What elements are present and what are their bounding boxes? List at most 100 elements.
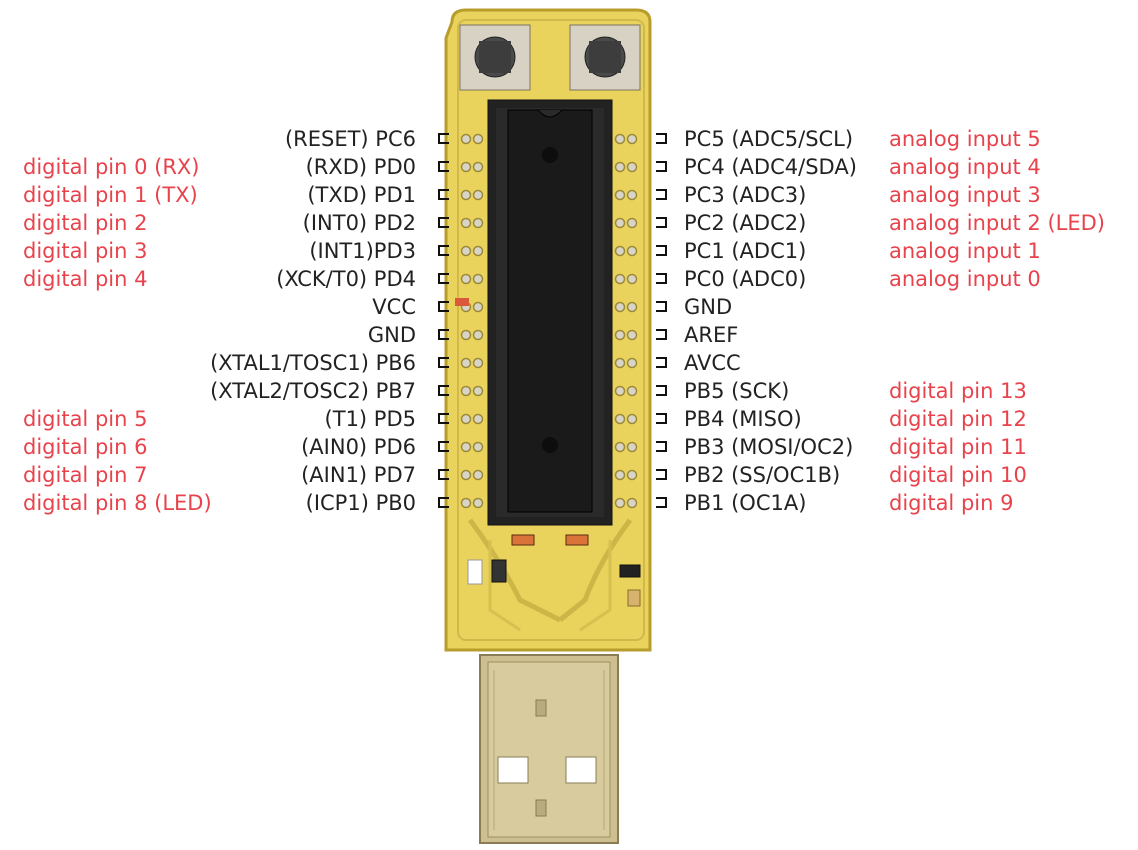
left-function-label: digital pin 6	[23, 435, 148, 459]
left-pin-marker	[438, 133, 449, 144]
right-pin-label: PC5 (ADC5/SCL)	[684, 127, 854, 151]
left-pin-marker	[438, 217, 449, 228]
right-function-label: digital pin 10	[889, 463, 1027, 487]
reset-button	[459, 24, 531, 91]
left-pin-label: (RESET) PC6	[284, 127, 416, 151]
pin-pad	[460, 245, 472, 257]
right-pin-label: PC4 (ADC4/SDA)	[684, 155, 857, 179]
pin-pad	[460, 497, 472, 509]
left-pin-label: (AIN1) PD7	[301, 463, 416, 487]
pin-pad	[614, 245, 626, 257]
pin-pad	[614, 301, 626, 313]
pin-pad	[460, 441, 472, 453]
left-pin-marker	[438, 469, 449, 480]
right-pin-label: PB2 (SS/OC1B)	[684, 463, 841, 487]
right-function-label: analog input 2 (LED)	[889, 211, 1105, 235]
left-function-label: digital pin 4	[23, 267, 148, 291]
right-pin-marker	[656, 273, 667, 284]
left-pin-label: VCC	[372, 295, 416, 319]
smd-diode	[491, 559, 507, 583]
pin-pad	[472, 497, 484, 509]
pin-pad	[472, 273, 484, 285]
pin-pad	[614, 189, 626, 201]
right-pin-marker	[656, 469, 667, 480]
smd-resistor	[619, 564, 641, 578]
left-pin-label: (XCK/T0) PD4	[276, 267, 416, 291]
right-function-label: digital pin 9	[889, 491, 1014, 515]
right-pin-marker	[656, 161, 667, 172]
pin-pad	[626, 133, 638, 145]
left-pin-marker	[438, 273, 449, 284]
right-pin-label: PB5 (SCK)	[684, 379, 790, 403]
left-pin-marker	[438, 413, 449, 424]
left-function-label: digital pin 0 (RX)	[23, 155, 200, 179]
right-pin-marker	[656, 189, 667, 200]
left-pin-marker	[438, 245, 449, 256]
pin-pad	[614, 385, 626, 397]
left-pin-marker	[438, 161, 449, 172]
left-function-label: digital pin 7	[23, 463, 148, 487]
pin-pad	[472, 133, 484, 145]
pin-pad	[614, 273, 626, 285]
left-pin-marker	[438, 385, 449, 396]
pin-pad	[460, 329, 472, 341]
pin-pad	[626, 329, 638, 341]
smd-resistor	[511, 534, 535, 546]
pin-pad	[626, 161, 638, 173]
right-function-label: digital pin 12	[889, 407, 1027, 431]
left-function-label: digital pin 2	[23, 211, 148, 235]
right-pin-label: AVCC	[684, 351, 741, 375]
right-pin-marker	[656, 329, 667, 340]
left-function-label: digital pin 5	[23, 407, 148, 431]
left-pin-label: (XTAL1/TOSC1) PB6	[210, 351, 416, 375]
pin-pad	[626, 217, 638, 229]
right-function-label: digital pin 13	[889, 379, 1027, 403]
pin-pad	[472, 217, 484, 229]
smd-resistor	[565, 534, 589, 546]
left-function-label: digital pin 1 (TX)	[23, 183, 198, 207]
right-pin-marker	[656, 385, 667, 396]
right-function-label: analog input 3	[889, 183, 1041, 207]
pin-pad	[614, 357, 626, 369]
header-pads	[460, 133, 638, 509]
left-pin-marker	[438, 497, 449, 508]
right-function-label: analog input 5	[889, 127, 1041, 151]
right-pin-label: PC2 (ADC2)	[684, 211, 807, 235]
pin-pad	[614, 329, 626, 341]
pin-pad	[472, 245, 484, 257]
left-pin-label: (INT0) PD2	[302, 211, 416, 235]
pin-pad	[626, 469, 638, 481]
usb-connector	[479, 654, 619, 844]
pin-pad	[460, 161, 472, 173]
right-pin-marker	[656, 301, 667, 312]
left-pin-marker	[438, 441, 449, 452]
pin-pad	[626, 497, 638, 509]
pin-pad	[614, 133, 626, 145]
right-pin-label: PC3 (ADC3)	[684, 183, 807, 207]
pin-pad	[460, 413, 472, 425]
left-pin-label: (AIN0) PD6	[301, 435, 416, 459]
right-pin-marker	[656, 497, 667, 508]
atmega-chip	[507, 109, 593, 513]
right-pin-label: PC0 (ADC0)	[684, 267, 807, 291]
left-function-label: digital pin 8 (LED)	[23, 491, 212, 515]
right-pin-label: AREF	[684, 323, 739, 347]
right-function-label: analog input 1	[889, 239, 1041, 263]
right-pin-marker	[656, 357, 667, 368]
left-pin-label: (TXD) PD1	[307, 183, 416, 207]
pin-pad	[614, 441, 626, 453]
pin-pad	[460, 469, 472, 481]
right-pin-label: PB3 (MOSI/OC2)	[684, 435, 854, 459]
pin-pad	[460, 189, 472, 201]
right-pin-marker	[656, 441, 667, 452]
pin-pad	[626, 301, 638, 313]
right-pin-label: PC1 (ADC1)	[684, 239, 807, 263]
left-pin-label: (T1) PD5	[324, 407, 416, 431]
left-pin-label: (RXD) PD0	[305, 155, 416, 179]
pin-pad	[460, 385, 472, 397]
smd-component	[455, 298, 469, 306]
pin-pad	[460, 357, 472, 369]
pin-pad	[614, 413, 626, 425]
smd-capacitor	[467, 559, 483, 585]
